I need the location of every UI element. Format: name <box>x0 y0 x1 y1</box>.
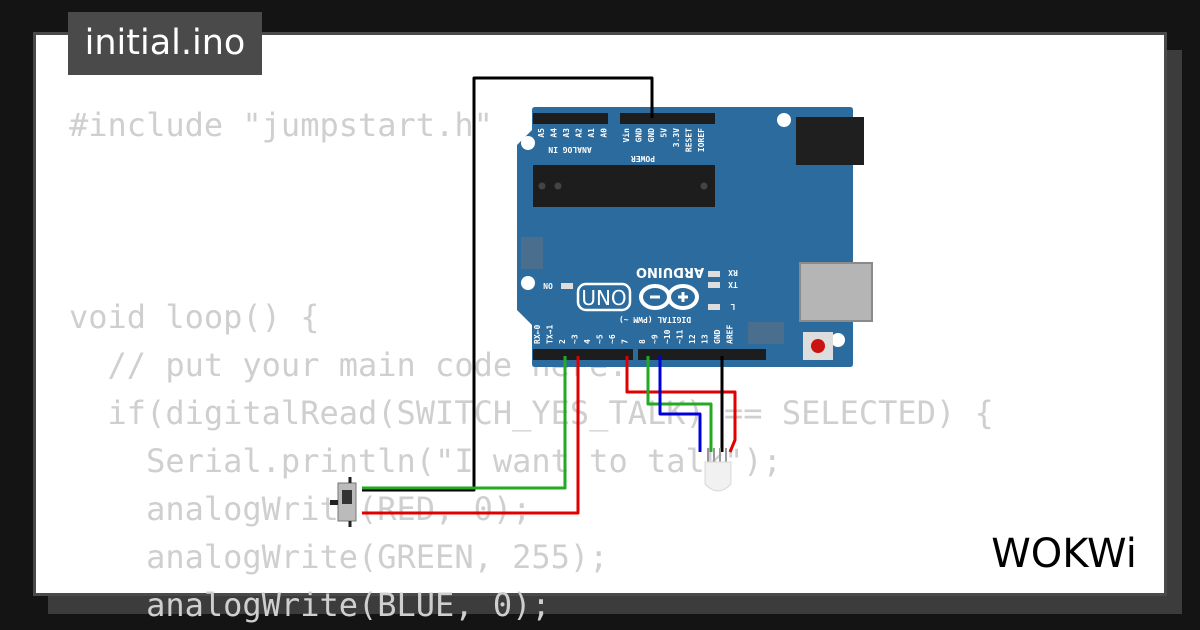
digital-label: DIGITAL (PWM ~) <box>619 315 691 324</box>
uno-label: UNO <box>581 286 626 310</box>
power-pin-label: 3.3V <box>672 128 681 147</box>
code-line: void loop() { <box>69 298 320 336</box>
digital-pin-label: GND <box>713 329 722 344</box>
power-header <box>620 113 715 124</box>
power-pin-label: 5V <box>660 128 669 138</box>
code-line: analogWrite(BLUE, 0); <box>69 586 551 624</box>
file-tab[interactable]: initial.ino <box>68 12 262 75</box>
arduino-label: ARDUINO <box>636 264 704 279</box>
power-jack <box>796 117 864 165</box>
tx-label: TX <box>728 280 738 289</box>
tx-led <box>708 282 720 288</box>
slide-switch[interactable] <box>330 477 357 527</box>
digital-header-low <box>533 349 633 360</box>
rx-led <box>708 271 720 277</box>
analog-pin-label: A3 <box>562 128 571 138</box>
digital-pin-label: RX←0 <box>533 325 542 344</box>
wire-green-switch[interactable] <box>362 356 567 490</box>
analog-pin-label: A4 <box>550 128 559 138</box>
digital-pin-label: AREF <box>726 325 735 344</box>
digital-pin-label: ~11 <box>676 329 685 344</box>
power-label: POWER <box>631 154 655 163</box>
wires <box>362 76 737 515</box>
digital-pin-label: 7 <box>621 339 630 344</box>
code-line: #include "jumpstart.h" <box>69 106 493 144</box>
wokwi-logo: WOKWi <box>991 531 1137 577</box>
wire-red-led[interactable] <box>625 356 737 453</box>
digital-pin-label: 13 <box>701 334 710 344</box>
analog-pin-label: A0 <box>600 128 609 138</box>
usb-port <box>799 262 873 322</box>
digital-header-high <box>638 349 766 360</box>
digital-pin-label: ~5 <box>596 334 605 344</box>
on-label: ON <box>543 281 553 290</box>
on-led <box>561 283 573 289</box>
analog-pin-label: A1 <box>587 128 596 138</box>
analog-pin-label: A2 <box>575 128 584 138</box>
wire-blue-led[interactable] <box>658 356 702 452</box>
power-pin-label: GND <box>647 128 656 143</box>
microcontroller-chip <box>533 165 715 207</box>
mounting-hole <box>831 333 845 347</box>
arduino-uno-board[interactable]: UNO ARDUINO ON RX TX L ANALOG IN POWER D… <box>517 107 873 367</box>
icsp-header <box>521 237 543 269</box>
power-pin-label: Vin <box>621 128 631 143</box>
icsp-header <box>748 322 784 344</box>
digital-pin-label: ~10 <box>663 329 672 344</box>
mounting-hole <box>777 113 791 127</box>
l-led <box>708 304 720 310</box>
wire-green-led[interactable] <box>646 356 713 452</box>
analog-in-label: ANALOG IN <box>548 145 592 154</box>
wire-black-gnd[interactable] <box>362 76 654 492</box>
digital-pin-label: TX→1 <box>546 325 555 344</box>
analog-header <box>533 113 608 124</box>
digital-pin-label: ~3 <box>571 334 580 344</box>
power-pin-label: IOREF <box>697 128 706 152</box>
rx-label: RX <box>728 268 738 277</box>
digital-pin-label: ~9 <box>651 334 660 344</box>
l-label: L <box>730 302 735 311</box>
wire-red-switch[interactable] <box>362 356 580 515</box>
file-tab-label: initial.ino <box>84 23 246 63</box>
uno-logo-frame <box>576 282 632 312</box>
power-pin-label: RESET <box>685 128 694 152</box>
rgb-led[interactable] <box>704 448 732 492</box>
code-line: analogWrite(RED, 0); <box>69 490 532 528</box>
digital-pin-label: ~6 <box>608 334 617 344</box>
mounting-hole <box>521 276 535 290</box>
brand-name: WOKWi <box>991 531 1137 577</box>
analog-pin-label: A5 <box>537 128 546 138</box>
code-line: if(digitalRead(SWITCH_YES_TALK) == SELEC… <box>69 394 994 432</box>
code-line: analogWrite(GREEN, 255); <box>69 538 609 576</box>
power-pin-label: GND <box>635 128 644 143</box>
arduino-infinity-logo <box>639 284 699 310</box>
code-line: // put your main code here: <box>69 346 628 384</box>
digital-pin-label: 12 <box>688 334 697 344</box>
digital-pin-label: 8 <box>638 339 647 344</box>
mounting-hole <box>521 136 535 150</box>
digital-pin-label: 4 <box>583 339 592 344</box>
digital-pin-label: 2 <box>558 339 567 344</box>
